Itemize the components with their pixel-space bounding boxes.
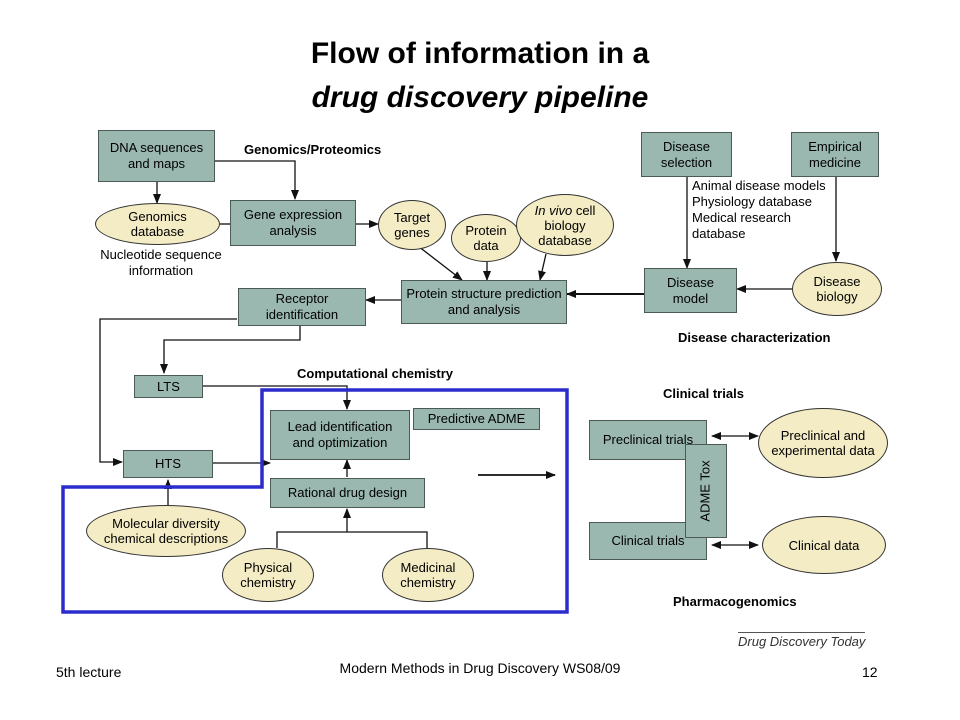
- ellipse-physical-chemistry-label: Physical chemistry: [240, 560, 296, 590]
- arrow-chem-merge: [276, 531, 428, 548]
- box-hts-label: HTS: [155, 456, 181, 471]
- box-clinical-trials-label: Clinical trials: [611, 533, 685, 548]
- box-rational-drug-design: Rational drug design: [270, 478, 425, 508]
- arrow-target-to-protein: [417, 245, 463, 281]
- box-predictive-adme-label: Predictive ADME: [427, 411, 526, 426]
- arrow-invivo-to-protein: [538, 253, 547, 281]
- arrow-dna-to-geneexpr: [215, 160, 299, 200]
- section-pharmacogenomics: Pharmacogenomics: [673, 594, 797, 609]
- section-computational-chemistry: Computational chemistry: [297, 366, 454, 381]
- section-genomics: Genomics/Proteomics: [244, 142, 382, 157]
- ellipse-medicinal-chemistry-label: Medicinal chemistry: [400, 560, 456, 590]
- box-receptor-identification-label: Receptor identification: [265, 291, 339, 322]
- ellipse-preclinical-data-label: Preclinical and experimental data: [771, 428, 875, 458]
- box-dna-sequences-label: DNA sequences and maps: [109, 140, 204, 171]
- ellipse-molecular-diversity-label: Molecular diversity chemical description…: [103, 516, 229, 546]
- footer-lecture: 5th lecture: [56, 664, 122, 680]
- box-lts: LTS: [134, 375, 203, 398]
- box-protein-structure-label: Protein structure prediction and analysi…: [406, 286, 562, 317]
- box-hts: HTS: [123, 450, 213, 478]
- ellipse-genomics-database-label: Genomics database: [128, 209, 187, 239]
- box-predictive-adme: Predictive ADME: [413, 408, 540, 430]
- ellipse-target-genes-label: Target genes: [393, 210, 431, 240]
- highlight-region: [61, 388, 569, 614]
- arrow-receptor-to-hts: [99, 318, 237, 466]
- box-dna-sequences: DNA sequences and maps: [98, 130, 215, 182]
- box-disease-model-label: Disease model: [667, 274, 714, 306]
- box-adme-tox: ADME Tox: [685, 444, 727, 538]
- box-disease-selection-label: Disease selection: [660, 138, 713, 170]
- ellipse-molecular-diversity: Molecular diversity chemical description…: [86, 505, 246, 557]
- invivo-rest-text: cell biology database: [538, 202, 596, 248]
- ellipse-invivo-database-label: In vivo cell biology database: [523, 203, 607, 248]
- ellipse-disease-biology: Disease biology: [792, 262, 882, 316]
- box-lts-label: LTS: [157, 378, 180, 394]
- box-gene-expression-label: Gene expression analysis: [243, 207, 343, 238]
- box-disease-selection: Disease selection: [641, 132, 732, 177]
- box-empirical-medicine: Empirical medicine: [791, 132, 879, 177]
- box-empirical-medicine-label: Empirical medicine: [808, 138, 862, 170]
- box-rational-drug-design-label: Rational drug design: [287, 485, 408, 500]
- ellipse-invivo-database: In vivo cell biology database: [516, 194, 614, 256]
- box-adme-tox-label: ADME Tox: [698, 460, 714, 522]
- section-clinical-trials: Clinical trials: [663, 386, 744, 401]
- slide-title-line2: drug discovery pipeline: [311, 81, 649, 114]
- box-disease-model: Disease model: [644, 268, 737, 313]
- section-disease-characterization: Disease characterization: [678, 330, 831, 345]
- arrow-lts-to-lead: [203, 385, 351, 410]
- box-preclinical-trials: Preclinical trials: [589, 420, 707, 460]
- ellipse-genomics-database: Genomics database: [95, 203, 220, 245]
- ellipse-protein-data-label: Protein data: [465, 223, 507, 253]
- box-lead-identification-label: Lead identification and optimization: [287, 419, 393, 450]
- ellipse-preclinical-data: Preclinical and experimental data: [758, 408, 888, 478]
- slide-title-line1: Flow of information in a: [310, 37, 650, 70]
- text-nucleotide-info: Nucleotide sequence information: [100, 247, 222, 278]
- ellipse-target-genes: Target genes: [378, 200, 446, 250]
- ellipse-protein-data: Protein data: [451, 214, 521, 262]
- ellipse-disease-biology-label: Disease biology: [813, 274, 861, 304]
- box-lead-identification: Lead identification and optimization: [270, 410, 410, 460]
- ellipse-physical-chemistry: Physical chemistry: [222, 548, 314, 602]
- source-credit: Drug Discovery Today: [738, 632, 866, 649]
- text-animal-disease-list: Animal disease models Physiology databas…: [692, 178, 826, 241]
- ellipse-clinical-data-label: Clinical data: [788, 537, 860, 553]
- box-gene-expression: Gene expression analysis: [230, 200, 356, 246]
- footer-page-number: 12: [862, 664, 878, 680]
- footer-course-title: Modern Methods in Drug Discovery WS08/09: [339, 660, 621, 676]
- invivo-italic-text: In vivo: [534, 202, 573, 218]
- box-receptor-identification: Receptor identification: [238, 288, 366, 326]
- arrow-receptor-to-lts: [160, 326, 301, 374]
- ellipse-medicinal-chemistry: Medicinal chemistry: [382, 548, 474, 602]
- box-preclinical-trials-label: Preclinical trials: [602, 432, 694, 447]
- box-protein-structure: Protein structure prediction and analysi…: [401, 280, 567, 324]
- ellipse-clinical-data: Clinical data: [762, 516, 886, 574]
